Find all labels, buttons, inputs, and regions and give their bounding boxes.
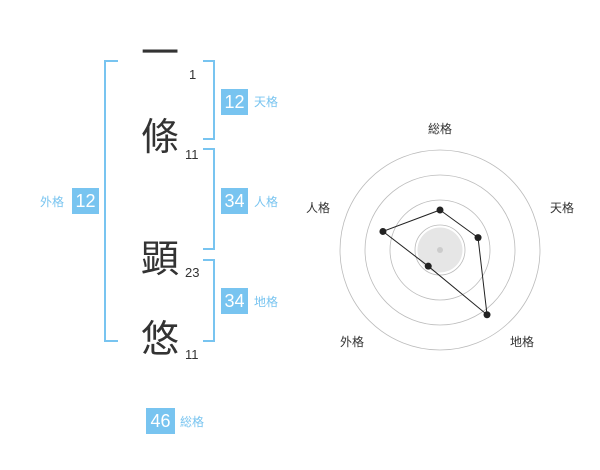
gaikaku-value: 12 xyxy=(72,188,99,214)
radar-axis-label-soukaku: 総格 xyxy=(428,122,453,136)
chikaku-bracket xyxy=(203,259,215,342)
radar-point-3 xyxy=(424,262,432,270)
radar-ring-1 xyxy=(414,224,466,276)
tenkaku-label: 天格 xyxy=(254,95,279,109)
soukaku-value: 46 xyxy=(146,408,175,434)
name-char-1: 一 xyxy=(141,31,180,75)
name-char-2: 條 xyxy=(141,115,180,159)
radar-axis-label-chikaku: 地格 xyxy=(510,335,535,349)
stroke-count-2: 11 xyxy=(185,147,199,162)
jinkaku-bracket xyxy=(203,148,215,250)
stroke-count-4: 11 xyxy=(185,347,199,362)
name-char-3: 顕 xyxy=(141,237,180,281)
chikaku-label: 地格 xyxy=(254,295,279,309)
gaikaku-bracket xyxy=(104,60,118,342)
radar-ring-4 xyxy=(339,149,541,351)
radar-point-0 xyxy=(436,206,444,214)
tenkaku-bracket xyxy=(203,60,215,140)
radar-ring-2 xyxy=(389,199,491,301)
radar-data-polygon xyxy=(381,209,488,316)
radar-axis-label-jinkaku: 人格 xyxy=(306,201,331,215)
stroke-count-3: 23 xyxy=(185,265,200,280)
stroke-count-1: 1 xyxy=(189,67,197,82)
radar-axis-label-tenkaku: 天格 xyxy=(550,201,575,215)
radar-point-4 xyxy=(379,227,387,235)
radar-point-2 xyxy=(483,311,491,319)
radar-point-1 xyxy=(474,234,482,242)
radar-ring-3 xyxy=(364,174,516,326)
jinkaku-value: 34 xyxy=(221,188,248,214)
name-char-4: 悠 xyxy=(141,317,180,361)
gaikaku-label: 外格 xyxy=(40,195,65,209)
radar-axis-label-gaikaku: 外格 xyxy=(340,335,365,349)
radar-center-dot xyxy=(437,247,443,253)
soukaku-label: 総格 xyxy=(180,415,205,429)
jinkaku-label: 人格 xyxy=(254,195,279,209)
chikaku-value: 34 xyxy=(221,288,248,314)
tenkaku-value: 12 xyxy=(221,89,248,115)
